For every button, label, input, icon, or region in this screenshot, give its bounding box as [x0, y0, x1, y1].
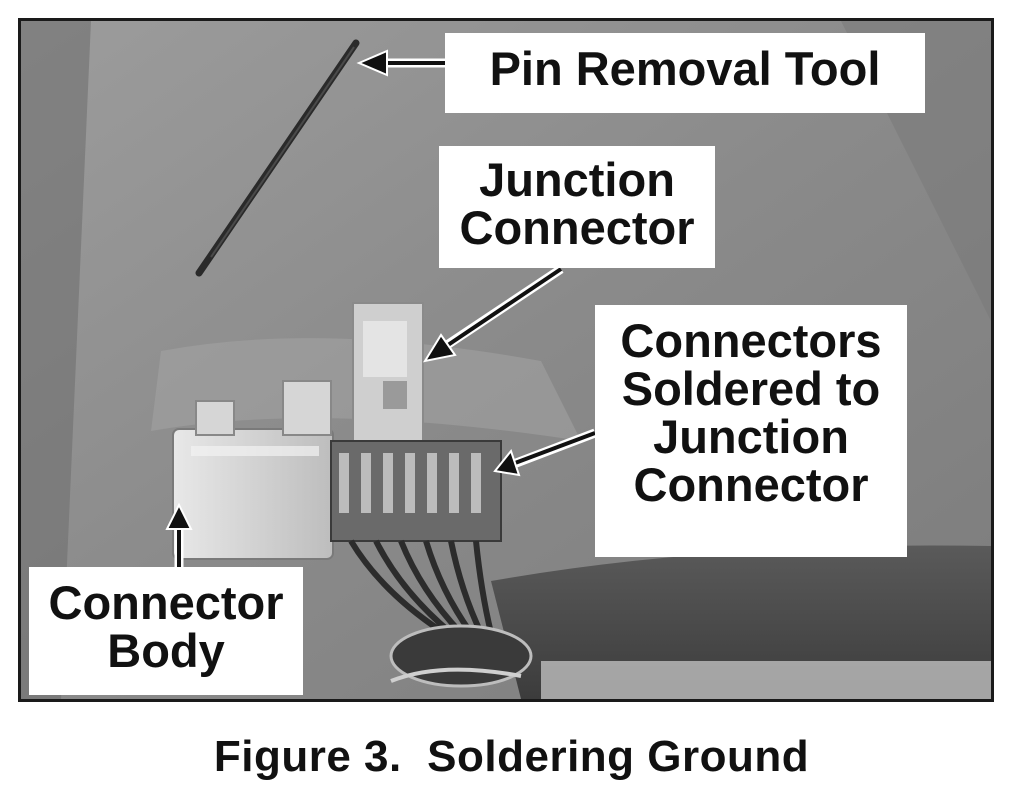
- label-line: Connectors: [620, 314, 882, 367]
- label-line: Connector: [48, 576, 284, 629]
- label-junction-connector: Junction Connector: [439, 146, 715, 268]
- connector-photo: Pin Removal Tool Junction Connector Conn…: [18, 18, 994, 702]
- label-line: Connector: [459, 200, 695, 254]
- label-connectors-soldered: Connectors Soldered to Junction Connecto…: [595, 305, 907, 557]
- label-line: Junction: [479, 153, 675, 206]
- label-connector-body: Connector Body: [29, 567, 303, 695]
- figure-caption: Figure 3. Soldering Ground: [213, 732, 810, 781]
- callout-arrows: [165, 49, 597, 567]
- label-line: Soldered to: [621, 361, 881, 415]
- label-line: Junction: [653, 409, 849, 463]
- wire-bundle: [348, 539, 494, 636]
- dark-mat: [491, 545, 991, 699]
- label-pin-removal-tool: Pin Removal Tool: [445, 33, 925, 113]
- label-pin-removal-tool-text: Pin Removal Tool: [489, 42, 881, 95]
- label-line: Connector: [633, 457, 869, 511]
- label-line: Body: [107, 623, 225, 677]
